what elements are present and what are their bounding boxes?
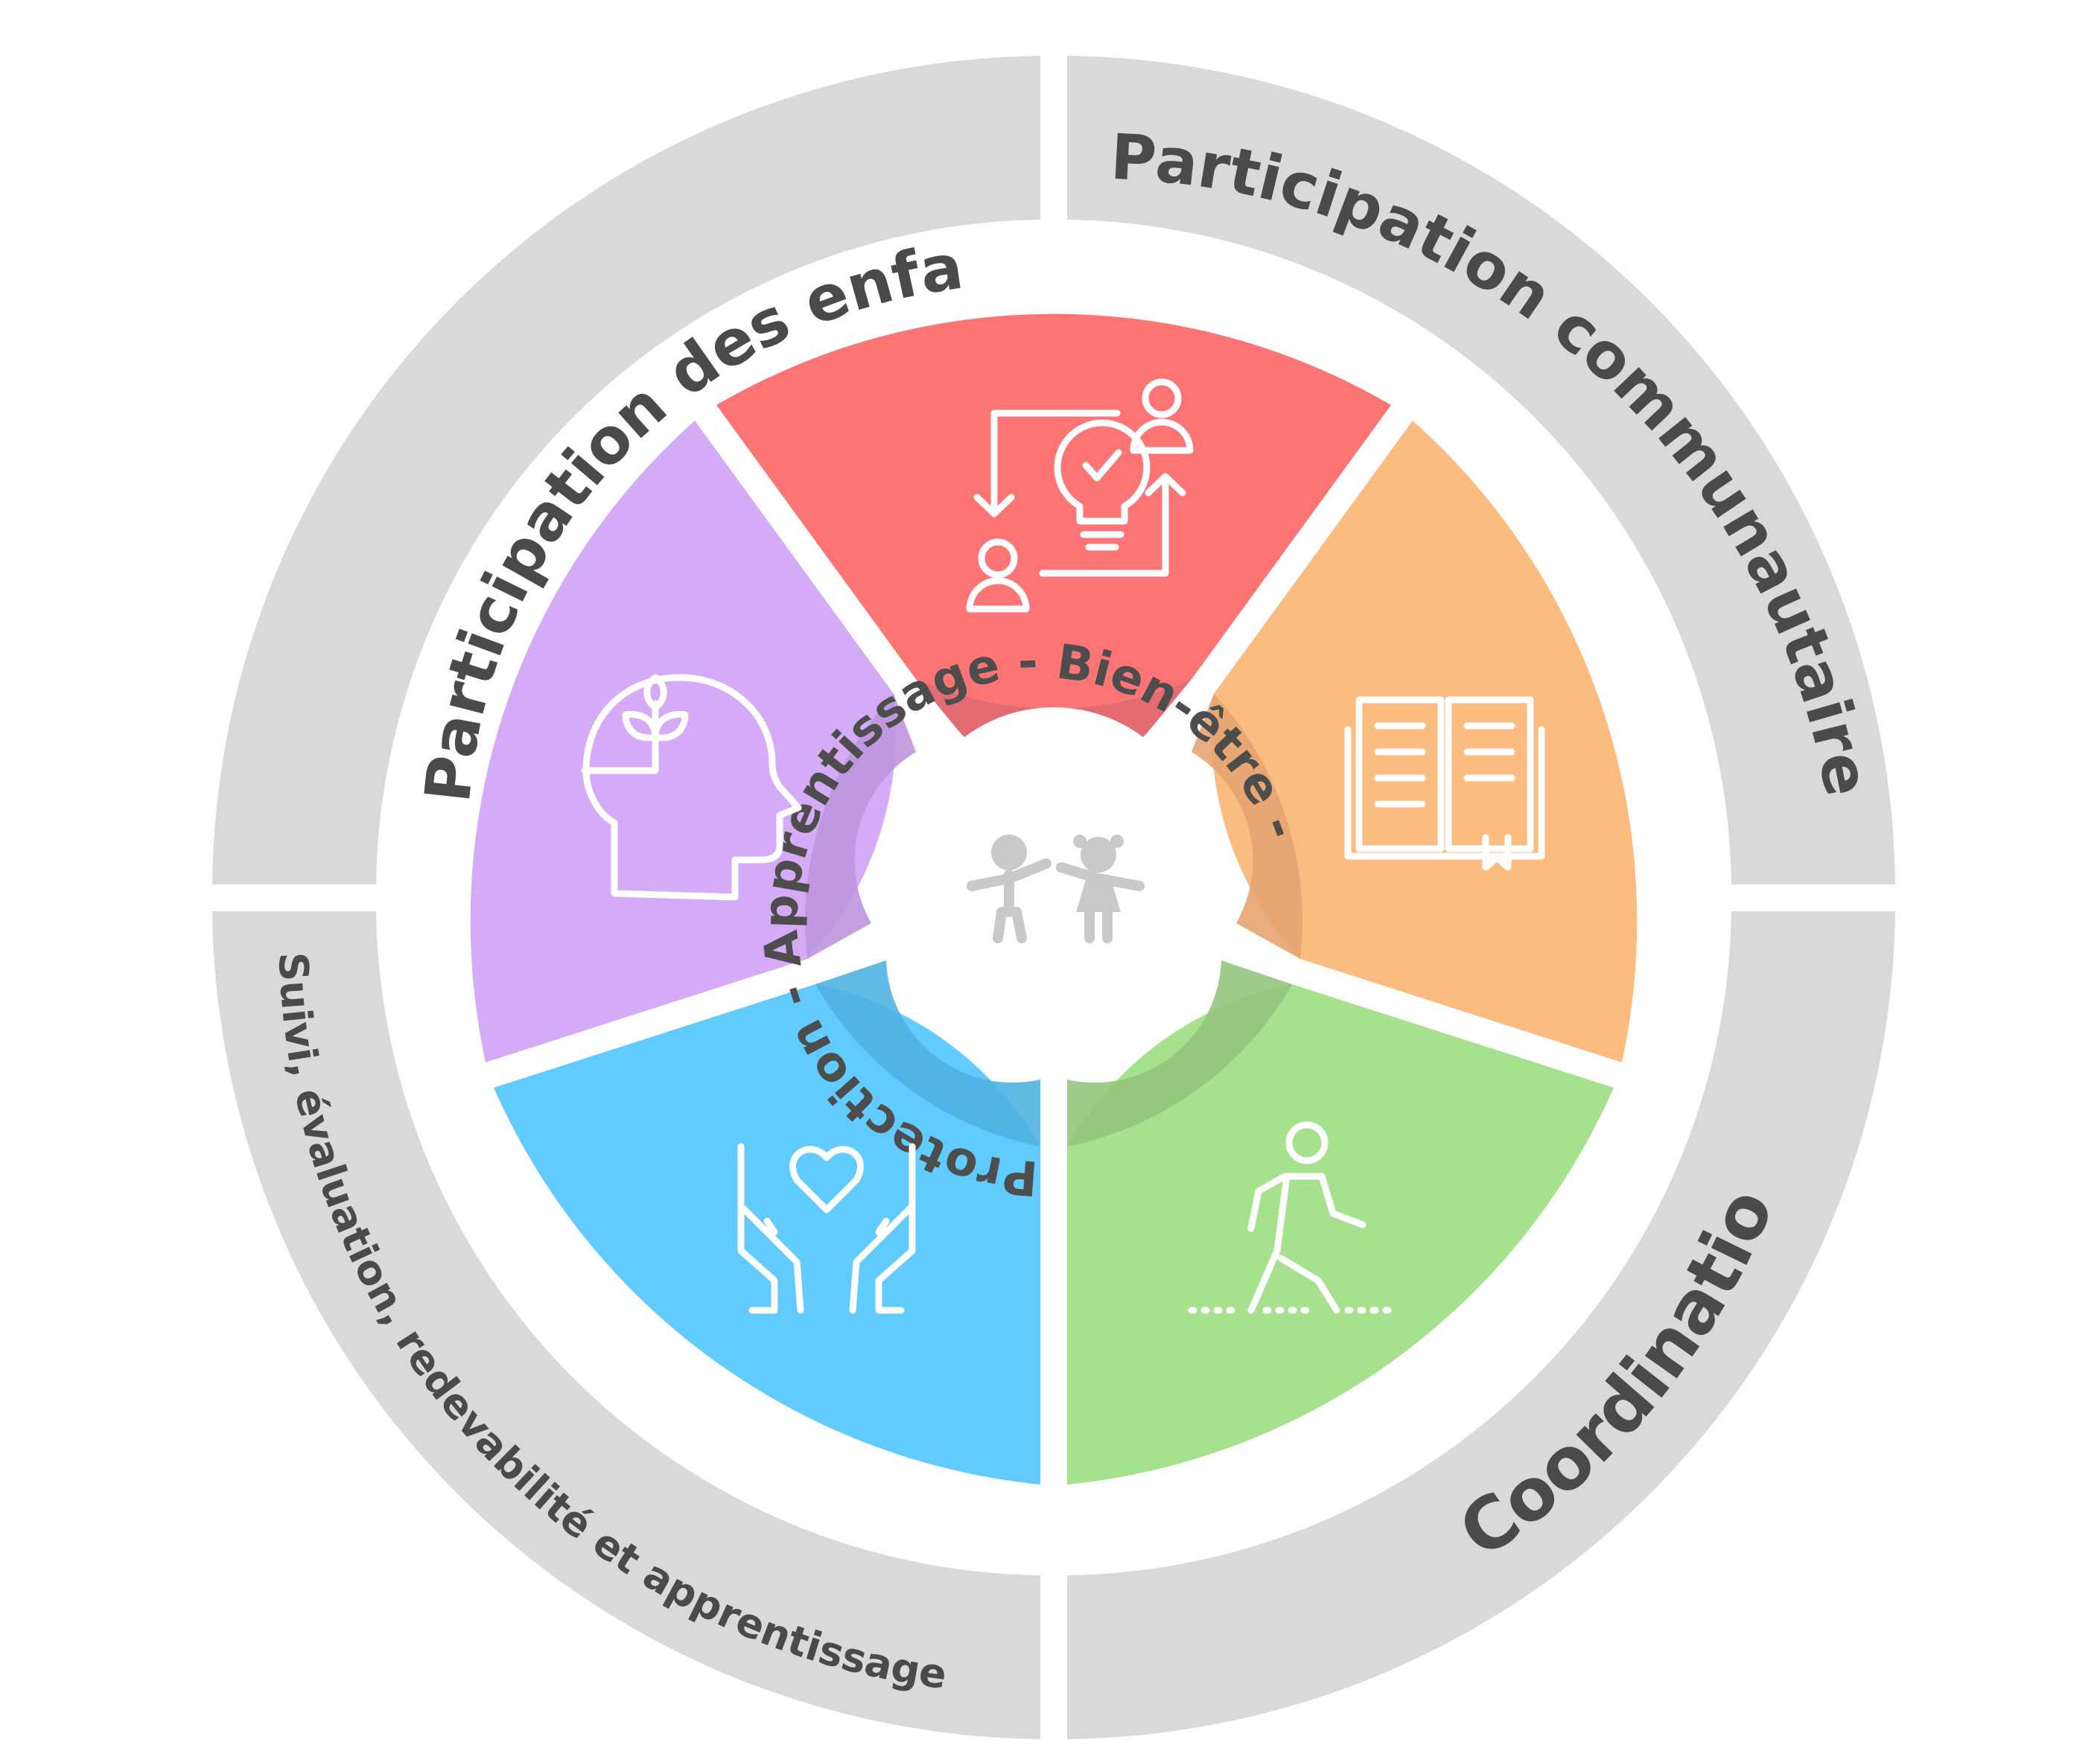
ring-quadrant-bottom-left bbox=[212, 911, 1040, 1739]
hands-heart-icon bbox=[737, 1143, 916, 1314]
center-hub bbox=[905, 707, 1203, 1005]
segment-growth bbox=[470, 421, 896, 1062]
children-icon bbox=[967, 835, 1145, 943]
segment-wellbeing bbox=[1067, 984, 1614, 1485]
ring-quadrant-bottom-right bbox=[1067, 911, 1895, 1739]
collaboration-lightbulb-icon bbox=[966, 378, 1194, 613]
inner-hub bbox=[805, 678, 1302, 1147]
segment-participation bbox=[716, 313, 1391, 709]
ring-quadrant-top-right bbox=[1067, 56, 1895, 884]
walking-person-icon bbox=[1188, 1121, 1396, 1314]
segments bbox=[470, 313, 1638, 1485]
segment-learning bbox=[1212, 421, 1638, 1062]
outer-ring bbox=[212, 56, 1895, 1739]
open-book-icon bbox=[1344, 696, 1545, 871]
head-plant-icon bbox=[581, 674, 802, 901]
ring-quadrant-top-left bbox=[212, 56, 1040, 884]
